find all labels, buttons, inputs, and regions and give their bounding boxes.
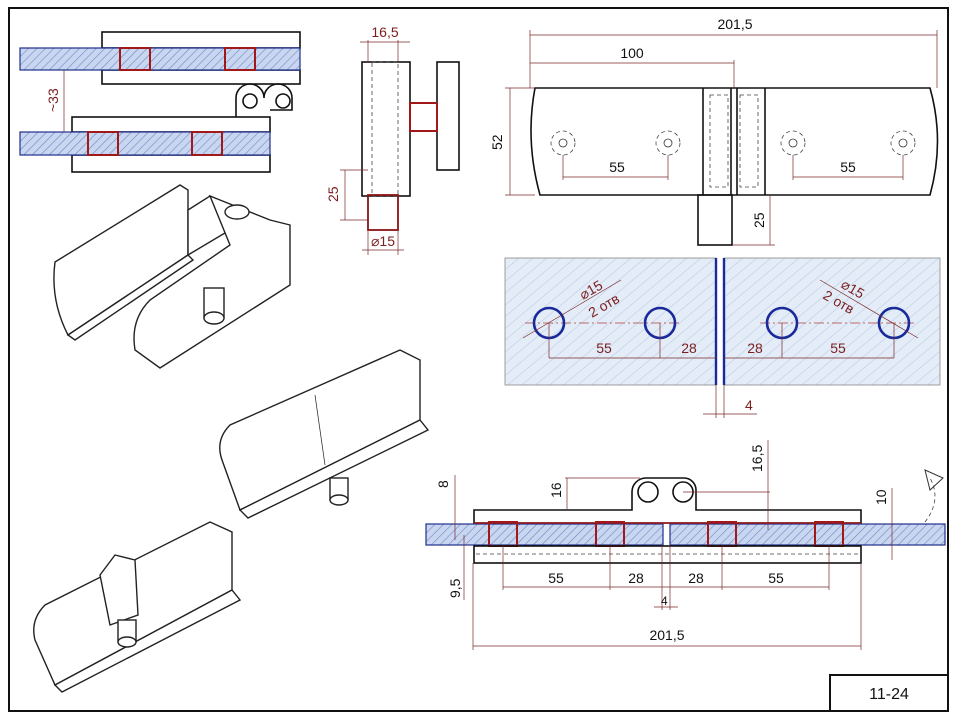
right-edge-label: 28 — [747, 340, 763, 356]
knuckle-offset-label: 16,5 — [749, 445, 765, 472]
left-spacing-label: 55 — [596, 340, 612, 356]
isometric-view-1 — [53, 184, 291, 369]
isometric-view-3 — [33, 521, 242, 693]
half-length-label: 100 — [620, 45, 644, 61]
title-block: 11-24 — [829, 674, 949, 712]
isometric-view-2 — [219, 349, 430, 519]
knuckle-height-label: 16 — [548, 482, 564, 498]
top-left-section-view: ~33 — [19, 31, 301, 173]
side-view: 16,5 25 ⌀15 — [325, 24, 460, 255]
width-label: 16,5 — [371, 24, 398, 40]
lower-plate-offset-label: 9,5 — [447, 578, 463, 598]
rotation-arrow-icon — [924, 469, 944, 491]
spacing-label-2: 28 — [628, 570, 644, 586]
glass-offset-label: 8 — [435, 480, 451, 488]
height-label: 52 — [489, 134, 505, 150]
pin-height-label: 25 — [325, 186, 341, 202]
hole-spacing-right-label: 55 — [840, 159, 856, 175]
spacing-label-4: 55 — [768, 570, 784, 586]
sheet-number: 11-24 — [869, 686, 909, 703]
drawing-frame — [8, 7, 949, 712]
spacing-label-3: 28 — [688, 570, 704, 586]
gap-label: ~33 — [45, 88, 61, 112]
right-spacing-label: 55 — [830, 340, 846, 356]
glass-thickness-label: 10 — [873, 489, 889, 505]
glass-cutout-view: ⌀15 2 отв ⌀15 2 отв 55 28 28 55 4 — [504, 257, 941, 418]
pin-height-label-plan: 25 — [751, 212, 767, 228]
pin-diameter-label: ⌀15 — [371, 233, 395, 249]
left-edge-label: 28 — [681, 340, 697, 356]
plan-view: 201,5 100 52 55 55 25 — [489, 16, 939, 246]
bottom-section-view: 55 28 28 55 4 201,5 8 9,5 16 16,5 10 — [425, 440, 946, 650]
hole-spacing-left-label: 55 — [609, 159, 625, 175]
bottom-overall-length-label: 201,5 — [649, 627, 684, 643]
overall-length-label: 201,5 — [717, 16, 752, 32]
spacing-label-1: 55 — [548, 570, 564, 586]
gap-label: 4 — [745, 397, 753, 413]
bottom-gap-label: 4 — [661, 594, 668, 608]
